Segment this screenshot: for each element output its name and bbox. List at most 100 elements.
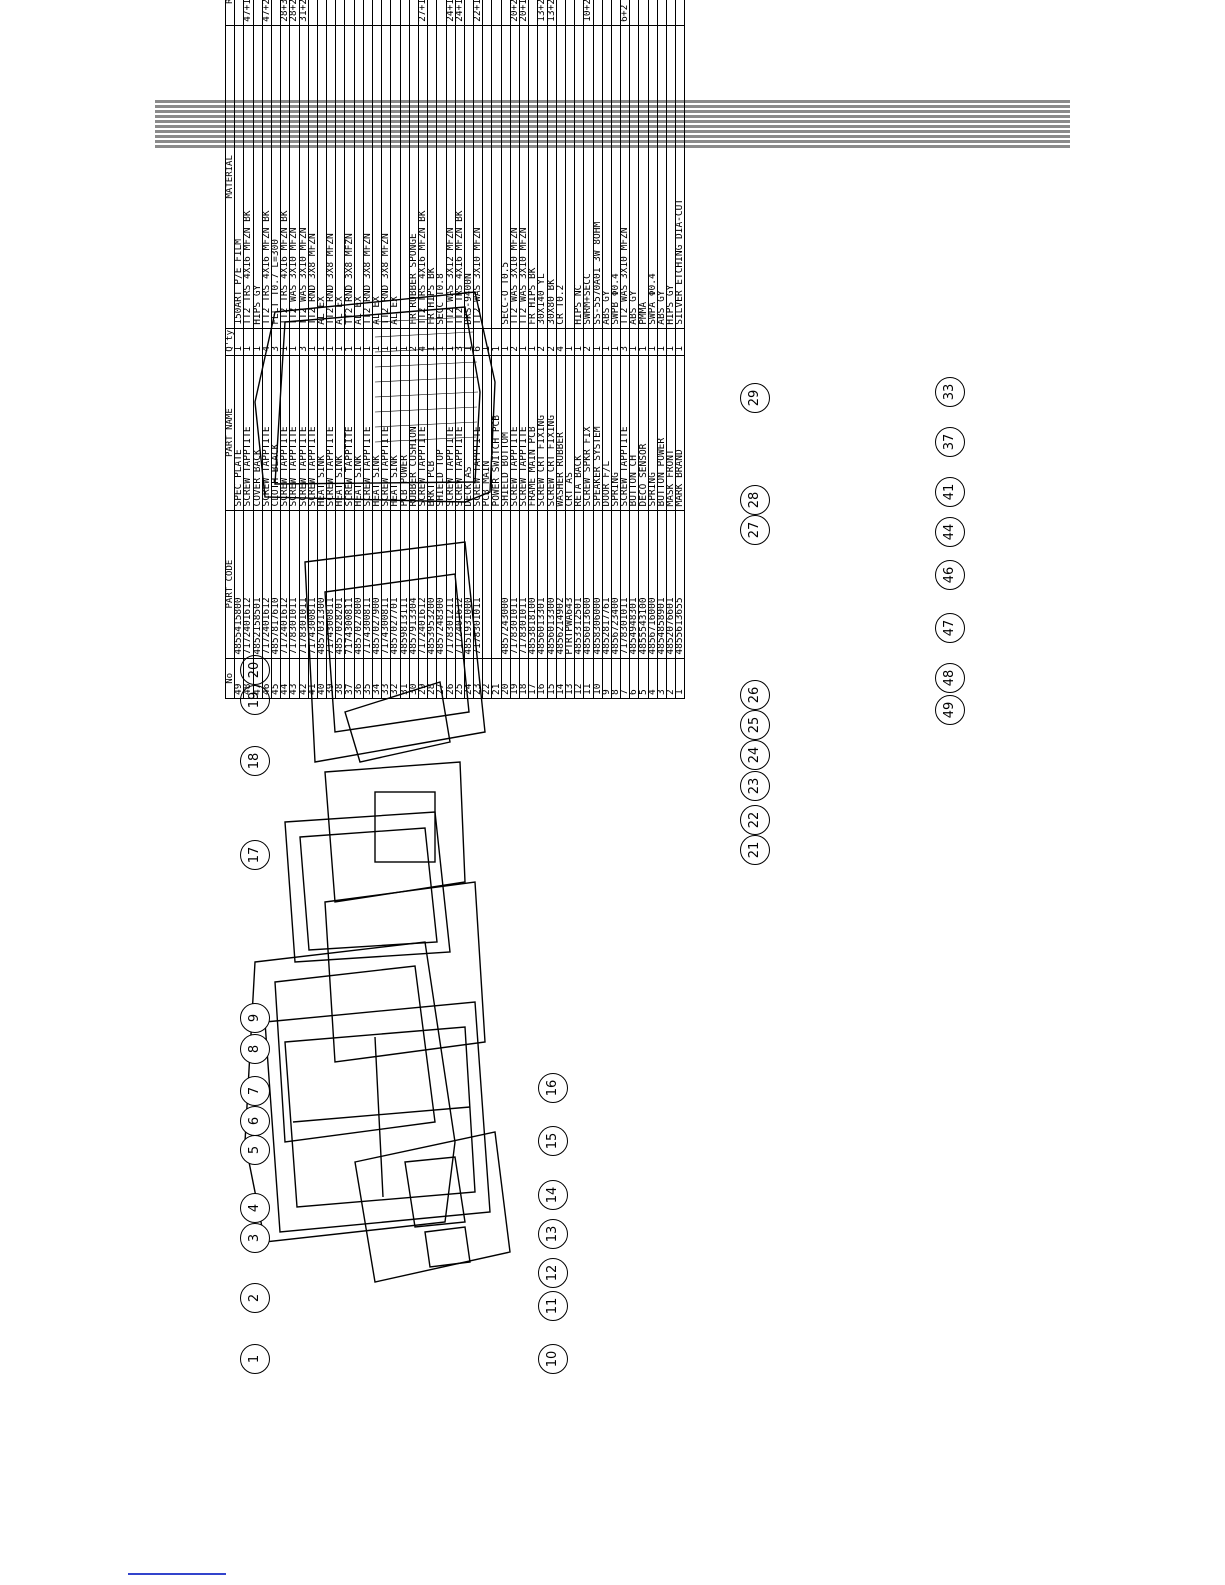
table-cell: DECO SENSOR bbox=[638, 355, 649, 511]
table-cell: 1 bbox=[400, 328, 410, 356]
table-cell: DOOR F/L bbox=[602, 355, 612, 511]
table-cell: 16 bbox=[537, 658, 548, 699]
table-cell: 1 bbox=[289, 328, 299, 356]
table-cell: SCREW TAPPTITE bbox=[344, 355, 355, 511]
table-cell: 36 bbox=[354, 658, 364, 699]
table-cell: 27+17 bbox=[418, 0, 428, 26]
table-cell: 1 bbox=[675, 658, 685, 699]
table-cell: 1 bbox=[638, 328, 649, 356]
table-cell bbox=[253, 0, 263, 26]
table-header-row: No PART CODE PART NAME Q'ty MATERIAL REM… bbox=[225, 0, 235, 699]
table-row: 77178301011SCREW TAPPTITE3TT2 WAS 3X10 M… bbox=[620, 0, 630, 699]
table-cell: 30X80 BK bbox=[547, 25, 557, 329]
table-cell: 22+17 bbox=[473, 0, 483, 26]
table-cell bbox=[574, 0, 584, 26]
table-cell: PCB POWER bbox=[400, 355, 410, 511]
table-cell: 35 bbox=[363, 658, 373, 699]
callout-17: 17 bbox=[240, 840, 270, 870]
table-cell: 47 bbox=[253, 658, 263, 699]
table-cell: 25 bbox=[455, 658, 465, 699]
table-cell: 1 bbox=[491, 328, 502, 356]
table-cell bbox=[593, 0, 603, 26]
callout-2: 2 bbox=[240, 1283, 270, 1313]
table-row: 14855613655MARK BRAND1SILVER ETCHING DIA… bbox=[675, 0, 685, 699]
table-cell bbox=[501, 0, 511, 26]
table-cell: 1 bbox=[464, 328, 474, 356]
table-cell bbox=[326, 0, 336, 26]
col-header-qty: Q'ty bbox=[225, 328, 235, 356]
table-cell: HIPS NC bbox=[574, 25, 584, 329]
table-cell: 7172401612 bbox=[243, 510, 254, 659]
table-cell bbox=[464, 0, 474, 26]
table-cell: SILVER ETCHING DIA-CUT bbox=[675, 25, 685, 329]
table-cell: TT2 WAS 3X10 MFZN bbox=[289, 25, 299, 329]
table-cell: 24+17 bbox=[455, 0, 465, 26]
table-cell: AL EX bbox=[335, 25, 345, 329]
callout-5: 5 bbox=[240, 1135, 270, 1165]
table-cell: 31 bbox=[400, 658, 410, 699]
parts-list-table-rotated: No PART CODE PART NAME Q'ty MATERIAL REM… bbox=[225, 0, 980, 699]
table-cell: TT2 TRS 4X16 MFZN BK bbox=[455, 25, 465, 329]
table-cell: 1 bbox=[574, 328, 584, 356]
table-cell bbox=[528, 0, 538, 26]
table-cell: 4857028201 bbox=[335, 510, 345, 659]
table-cell: 20 bbox=[501, 658, 511, 699]
table-cell bbox=[317, 0, 327, 26]
table-cell bbox=[335, 0, 345, 26]
table-cell: SCREW TAPPTITE bbox=[418, 355, 428, 511]
table-cell: 1 bbox=[528, 328, 538, 356]
callout-9: 9 bbox=[240, 1003, 270, 1033]
table-cell: 19 bbox=[510, 658, 520, 699]
table-cell: 5 bbox=[638, 658, 649, 699]
table-cell: 1 bbox=[657, 328, 667, 356]
table-cell: SHIELD BOTTOM bbox=[501, 355, 511, 511]
table-cell: AL EX bbox=[372, 25, 382, 329]
table-cell: 1 bbox=[666, 328, 676, 356]
table-cell: 4 bbox=[648, 658, 658, 699]
callout-22: 22 bbox=[740, 805, 770, 835]
table-cell: SECC-O T0.5 bbox=[501, 25, 511, 329]
table-cell: 7178301011 bbox=[289, 510, 299, 659]
table-cell: 1 bbox=[629, 328, 639, 356]
table-cell: 4854858901 bbox=[657, 510, 667, 659]
table-cell: SCREW TAPPTITE bbox=[280, 355, 290, 511]
callout-49: 49 bbox=[935, 695, 965, 725]
table-row: 64854948301BUTTON CH1ABS GY bbox=[629, 0, 639, 699]
table-cell: 14 bbox=[556, 658, 566, 699]
table-cell bbox=[648, 0, 658, 26]
table-cell: 4857248300 bbox=[436, 510, 446, 659]
table-cell: 27 bbox=[436, 658, 446, 699]
table-cell: 4855543100 bbox=[638, 510, 649, 659]
table-cell: TT2 RND 3X8 MFZN bbox=[363, 25, 373, 329]
table-cell bbox=[565, 25, 575, 329]
table-cell: 7178301011 bbox=[519, 510, 529, 659]
table-cell: 4 bbox=[556, 328, 566, 356]
table-cell: PCB MAIN bbox=[482, 355, 492, 511]
page-link-underline bbox=[128, 1573, 226, 1575]
parts-list-table-wrap: No PART CODE PART NAME Q'ty MATERIAL REM… bbox=[225, 0, 980, 699]
table-cell: 20+27 bbox=[510, 0, 520, 26]
table-cell: SCREW TAPPTITE bbox=[262, 355, 272, 511]
table-cell: 7178301011 bbox=[299, 510, 309, 659]
table-cell: 23 bbox=[473, 658, 483, 699]
table-cell bbox=[409, 0, 419, 26]
table-cell: 7178301211 bbox=[446, 510, 456, 659]
callout-25: 25 bbox=[740, 710, 770, 740]
callout-14: 14 bbox=[538, 1180, 568, 1210]
table-cell: CRT AS bbox=[565, 355, 575, 511]
table-cell: 1 bbox=[501, 328, 511, 356]
table-cell: 1 bbox=[253, 328, 263, 356]
table-cell: 7172401612 bbox=[418, 510, 428, 659]
table-cell: 1 bbox=[648, 328, 658, 356]
table-cell: TT2 WAS 3X10 MFZN bbox=[620, 25, 630, 329]
callout-1: 1 bbox=[240, 1344, 270, 1374]
